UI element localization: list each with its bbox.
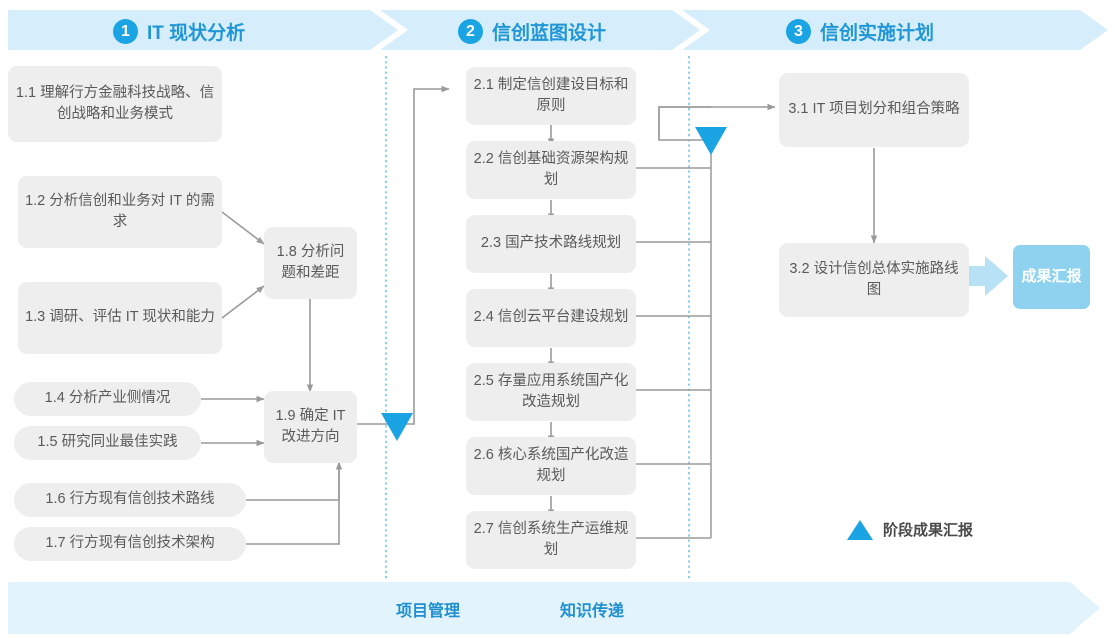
phase-header-1: 1 IT 现状分析 (113, 18, 245, 45)
task-box-1-5[interactable]: 1.5 研究同业最佳实践 (14, 426, 201, 460)
phase-number-2: 2 (458, 19, 483, 44)
connector-1-6-to-1-9 (246, 461, 343, 501)
task-box-1-1[interactable]: 1.1 理解行方金融科技战略、信创战略和业务模式 (8, 66, 222, 142)
legend-milestone: 阶段成果汇报 (847, 519, 973, 540)
task-box-1-3[interactable]: 1.3 调研、评估 IT 现状和能力 (18, 282, 222, 354)
phase-title-2: 信创蓝图设计 (492, 23, 607, 44)
connector-bus-to-3-1 (658, 103, 776, 140)
triangle-up-icon (847, 519, 873, 540)
task-box-3-2[interactable]: 3.2 设计信创总体实施路线图 (779, 243, 969, 317)
bus-vertical-phase2 (658, 106, 712, 538)
bottom-label-knowledge-transfer: 知识传递 (560, 603, 625, 620)
task-box-2-3[interactable]: 2.3 国产技术路线规划 (466, 215, 636, 273)
task-box-1-7[interactable]: 1.7 行方现有信创技术架构 (14, 527, 246, 561)
task-box-1-8[interactable]: 1.8 分析问题和差距 (264, 227, 357, 299)
connector-1-9-to-2-1 (357, 85, 450, 425)
phase-title-3: 信创实施计划 (820, 23, 935, 44)
bottom-bar (8, 582, 1100, 634)
task-box-1-2[interactable]: 1.2 分析信创和业务对 IT 的需求 (18, 176, 222, 248)
phase-number-3: 3 (786, 19, 811, 44)
task-box-1-6[interactable]: 1.6 行方现有信创技术路线 (14, 483, 246, 517)
task-box-2-2[interactable]: 2.2 信创基础资源架构规划 (466, 141, 636, 199)
task-box-1-4[interactable]: 1.4 分析产业侧情况 (14, 382, 201, 416)
connector-1-3-to-1-8 (221, 285, 265, 319)
phase-header-3: 3 信创实施计划 (786, 18, 934, 45)
phase-number-1: 1 (113, 19, 138, 44)
task-box-2-7[interactable]: 2.7 信创系统生产运维规划 (466, 511, 636, 569)
milestone-marker-phase1 (381, 413, 413, 441)
connector-1-2-to-1-8 (221, 211, 265, 245)
task-box-3-1[interactable]: 3.1 IT 项目划分和组合策略 (779, 73, 969, 147)
task-box-1-9[interactable]: 1.9 确定 IT 改进方向 (264, 391, 357, 463)
phase-title-1: IT 现状分析 (147, 23, 246, 44)
legend-label: 阶段成果汇报 (883, 522, 974, 539)
bottom-label-project-management: 项目管理 (396, 603, 461, 620)
connector-1-7-to-1-9 (246, 462, 340, 545)
milestone-marker-phase2 (695, 127, 727, 155)
result-report-box[interactable]: 成果汇报 (1013, 245, 1090, 309)
task-box-2-5[interactable]: 2.5 存量应用系统国产化改造规划 (466, 363, 636, 421)
task-box-2-1[interactable]: 2.1 制定信创建设目标和原则 (466, 67, 636, 125)
phase-header-2: 2 信创蓝图设计 (458, 18, 606, 45)
task-box-2-4[interactable]: 2.4 信创云平台建设规划 (466, 289, 636, 347)
task-box-2-6[interactable]: 2.6 核心系统国产化改造规划 (466, 437, 636, 495)
